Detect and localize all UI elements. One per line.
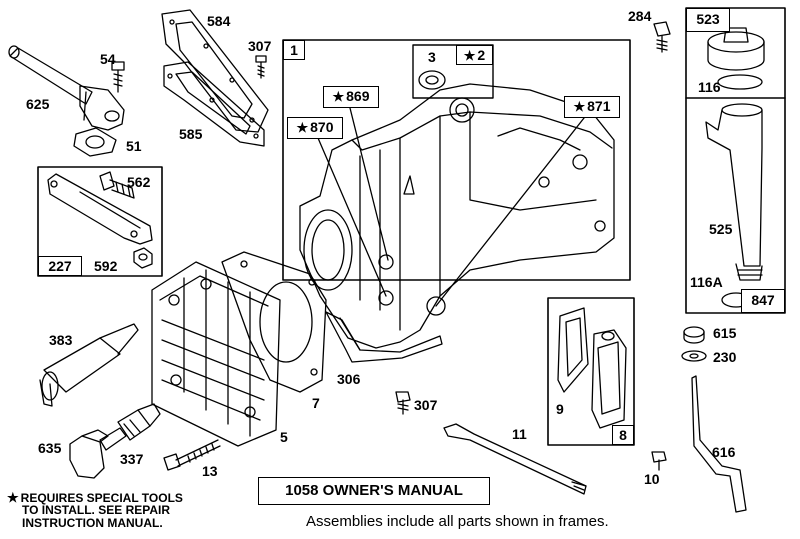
screw-284 [653,21,671,53]
seal-3 [418,70,446,90]
note-special-tools-line3: INSTRUCTION MANUAL. [22,516,163,530]
label-51: 51 [126,138,142,154]
label-284: 284 [628,8,652,24]
frame-8-breather [547,297,635,446]
gasket-306 [325,311,443,363]
label-635: 635 [38,440,62,456]
screw-10 [651,451,667,471]
note-special-tools-line2: TO INSTALL. SEE REPAIR [22,503,171,517]
washer-230 [681,350,707,362]
frame-label-871: 871 [564,96,620,118]
frame-label-227: 227 [38,256,82,276]
frame-label-869: 869 [323,86,379,108]
label-615: 615 [713,325,737,341]
label-13: 13 [202,463,218,479]
screw-54 [111,61,125,93]
cap-615 [683,326,705,344]
plate-585 [163,61,265,147]
label-625: 625 [26,96,50,112]
label-54: 54 [100,51,116,67]
label-10: 10 [644,471,660,487]
gasket-51 [73,127,117,157]
label-230: 230 [713,349,737,365]
label-562: 562 [127,174,151,190]
label-585: 585 [179,126,203,142]
label-3: 3 [428,49,436,65]
frame-label-1: 1 [283,40,305,60]
label-337: 337 [120,451,144,467]
label-584: 584 [207,13,231,29]
label-616: 616 [712,444,736,460]
bolt-13 [163,439,221,471]
breather-cover-8 [591,329,627,429]
frame-label-8: 8 [612,425,634,445]
owners-manual-box: 1058 OWNER'S MANUAL [258,477,490,505]
label-383: 383 [49,332,73,348]
tube-525 [705,103,763,281]
plate-584 [161,9,269,133]
label-525: 525 [709,221,733,237]
cap-523 [707,27,765,71]
spark-plug-337 [99,403,161,451]
head-gasket-7 [221,251,327,393]
dipstick-616 [691,375,747,513]
label-7: 7 [312,395,320,411]
assemblies-note: Assemblies include all parts shown in fr… [306,513,609,530]
label-307-top: 307 [248,38,272,54]
frame-label-2: 2 [456,45,493,65]
frame-1-crankcase [282,39,631,281]
frame-2-seal [412,44,494,99]
tube-625 [8,45,125,131]
frame-847-dipstick-tube [685,7,786,314]
frame-label-847: 847 [741,289,785,313]
breather-gasket-9 [557,307,589,393]
nut-592 [133,247,153,269]
label-11: 11 [512,426,527,442]
label-116: 116 [698,79,721,95]
screw-307-top [255,55,267,79]
tool-383 [39,323,139,407]
label-9: 9 [556,401,564,417]
screw-562 [99,171,135,199]
frame-label-523: 523 [686,8,730,32]
label-5: 5 [280,429,288,445]
note-special-tools-line1: REQUIRES SPECIAL TOOLS [7,491,183,505]
frame-227-bracket [37,166,163,277]
crankcase-1 [299,83,615,349]
bracket-227 [47,173,153,245]
o-ring-116 [717,74,763,90]
label-306: 306 [337,371,361,387]
label-116a: 116A [690,274,723,290]
cylinder-head-5 [151,261,281,447]
label-307-bottom: 307 [414,397,438,413]
boot-635 [69,429,109,479]
label-592: 592 [94,258,118,274]
frame-label-870: 870 [287,117,343,139]
push-rod-11 [443,423,587,495]
screw-307-bottom [395,391,411,415]
